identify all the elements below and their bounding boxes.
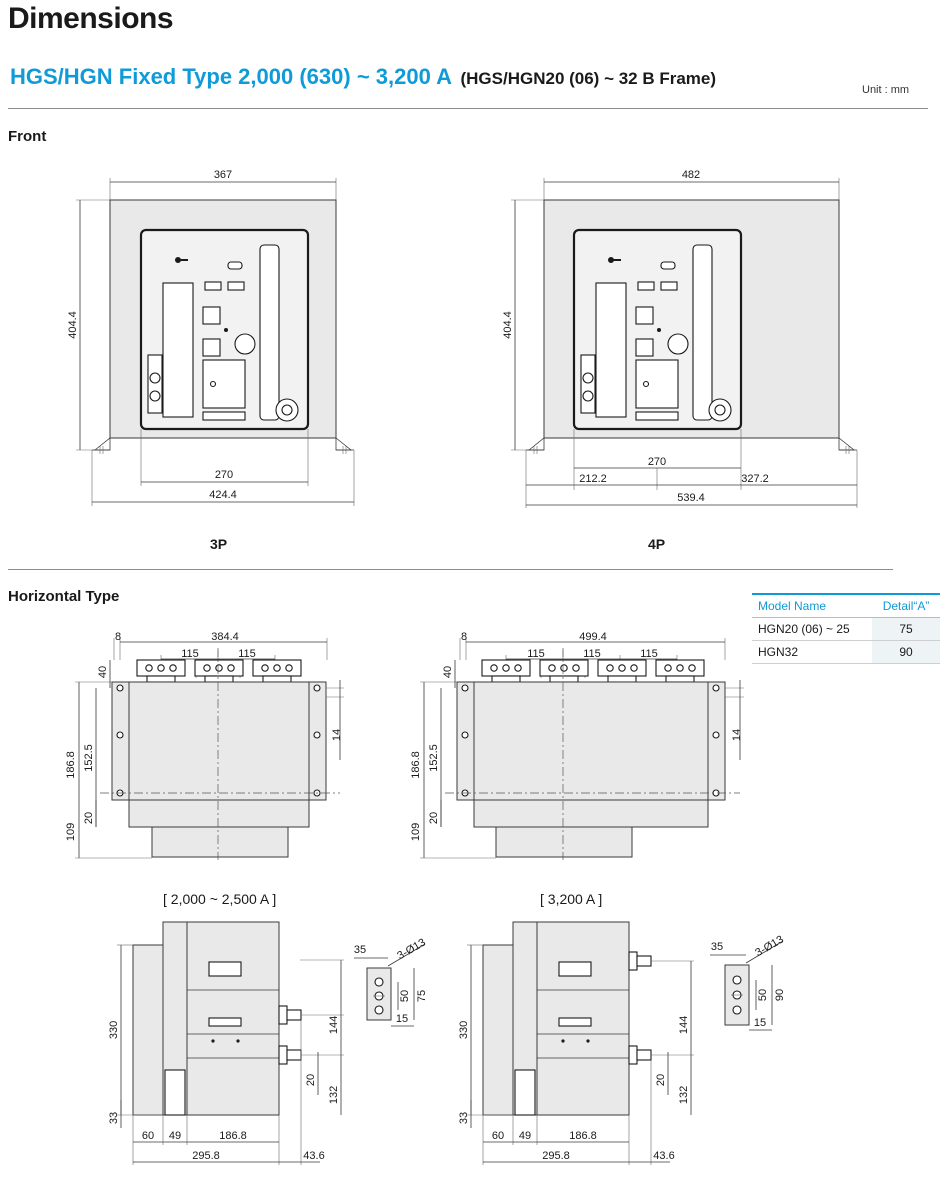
dim-sa-d3: 186.8 [219,1130,247,1142]
dim-db-height: 90 [774,989,786,1001]
detail-terminal-90: 35 3-Ø13 50 90 15 [710,934,786,1031]
table-header-model: Model Name [752,593,873,618]
caption-3p: 3P [210,536,228,552]
dim-3p-mount-inner: 270 [215,469,233,481]
dim-sb-terminal-pitch: 144 [678,1016,690,1034]
caption-4p: 4P [648,536,666,552]
dim-3p-height: 404.4 [67,311,79,339]
dim-da-bottom: 15 [396,1013,408,1025]
dim-db-pitch: 50 [757,989,769,1001]
dim-h4p-h-bottom: 20 [428,812,440,824]
dim-sa-terminal-w: 20 [305,1074,317,1086]
dim-4p-offset-left: 212.2 [579,473,607,485]
page-subtitle: HGS/HGN Fixed Type 2,000 (630) ~ 3,200 A… [10,64,930,90]
side-view-2000-2500: 144 20 132 330 33 60 49 186.8 295.8 43.6 [108,921,344,1165]
table-cell-model: HGN20 (06) ~ 25 [752,617,873,641]
dim-sb-height: 330 [458,1021,470,1039]
dim-sb-protrude: 43.6 [653,1150,674,1162]
dim-h3p-flange: 8 [115,631,121,643]
dim-sa-total: 295.8 [192,1150,220,1162]
dim-sa-protrude: 43.6 [303,1150,324,1162]
dim-3p-mount-outer: 424.4 [209,489,237,501]
dim-db-top: 35 [711,941,723,953]
dim-h3p-h-base: 109 [65,823,77,841]
dim-h4p-pitch-a: 115 [527,648,545,660]
dim-h4p-total: 499.4 [579,631,607,643]
dim-4p-offset-right: 327.2 [741,473,769,485]
dim-da-pitch: 50 [399,990,411,1002]
dim-db-bottom: 15 [754,1017,766,1029]
dim-4p-height: 404.4 [502,311,514,339]
dim-sb-foot: 33 [458,1112,470,1124]
dim-4p-mount-outer: 539.4 [677,492,705,504]
dim-h3p-h-inner: 152.5 [83,744,95,772]
dim-da-holes: 3-Ø13 [395,937,427,963]
dim-h3p-pitch-b: 115 [238,648,256,660]
dim-h4p-pitch-c: 115 [640,648,658,660]
dim-sa-height: 330 [108,1021,120,1039]
dim-h3p-total: 384.4 [211,631,239,643]
page-title: Dimensions [8,2,174,35]
table-cell-model: HGN32 [752,640,873,664]
caption-side-b: [ 3,200 A ] [540,891,603,907]
front-section-label: Front [8,128,47,145]
dim-h3p-pitch-a: 115 [181,648,199,660]
dim-h4p-h-base: 109 [410,823,422,841]
dim-4p-width: 482 [682,169,700,181]
dim-h3p-h-small: 14 [331,729,343,741]
table-header-detail: Detail“A” [872,593,940,618]
caption-side-a: [ 2,000 ~ 2,500 A ] [163,891,277,907]
dim-sa-d2: 49 [169,1130,181,1142]
front-view-3p: 367 404.4 [67,169,355,506]
dim-h4p-h-terminal: 40 [442,666,454,678]
dim-h4p-flange: 8 [461,631,467,643]
dim-sa-d1: 60 [142,1130,154,1142]
horizontal-top-view-4p: 8 499.4 115 115 115 90 [410,631,744,860]
dim-sb-total: 295.8 [542,1150,570,1162]
dim-da-top: 35 [354,944,366,956]
dim-sa-foot: 33 [108,1112,120,1124]
model-detail-table: Model Name Detail“A” HGN20 (06) ~ 25 75 … [752,593,940,664]
dim-sb-terminal-w: 20 [655,1074,667,1086]
table-row: HGN20 (06) ~ 25 75 [752,617,940,641]
dim-sb-d3: 186.8 [569,1130,597,1142]
dim-h3p-h-bottom: 20 [83,812,95,824]
dim-h3p-h-terminal: 40 [97,666,109,678]
dim-sb-d1: 60 [492,1130,504,1142]
dim-4p-mount-inner: 270 [648,456,666,468]
dim-3p-width: 367 [214,169,232,181]
dim-sa-terminal-h: 132 [328,1086,340,1104]
dim-sb-d2: 49 [519,1130,531,1142]
table-cell-detail: 90 [872,640,940,664]
dim-h4p-h-inner: 152.5 [428,744,440,772]
dim-db-holes: 3-Ø13 [753,934,785,960]
dim-sa-terminal-pitch: 144 [328,1016,340,1034]
dim-h4p-pitch-b: 115 [583,648,601,660]
header-divider [8,108,928,109]
section-divider [8,569,893,570]
side-view-3200: 144 20 132 330 33 60 49 186.8 295.8 43.6 [458,921,694,1165]
unit-label: Unit : mm [862,84,910,96]
dim-h4p-h-small: 14 [731,729,743,741]
horizontal-top-view-3p: 8 384.4 115 115 90 [65,631,344,860]
dim-da-height: 75 [416,990,428,1002]
table-row: HGN32 90 [752,640,940,664]
front-view-4p: 482 404.4 27 [502,169,858,508]
table-cell-detail: 75 [872,617,940,641]
dim-h4p-h-total: 186.8 [410,751,422,779]
dim-h3p-h-total: 186.8 [65,751,77,779]
subtitle-frame: (HGS/HGN20 (06) ~ 32 B Frame) [460,69,717,88]
detail-terminal-75: 35 3-Ø13 50 75 15 [354,937,428,1027]
horizontal-section-label: Horizontal Type [8,588,120,605]
dim-sb-terminal-h: 132 [678,1086,690,1104]
subtitle-main: HGS/HGN Fixed Type 2,000 (630) ~ 3,200 A [10,64,453,89]
